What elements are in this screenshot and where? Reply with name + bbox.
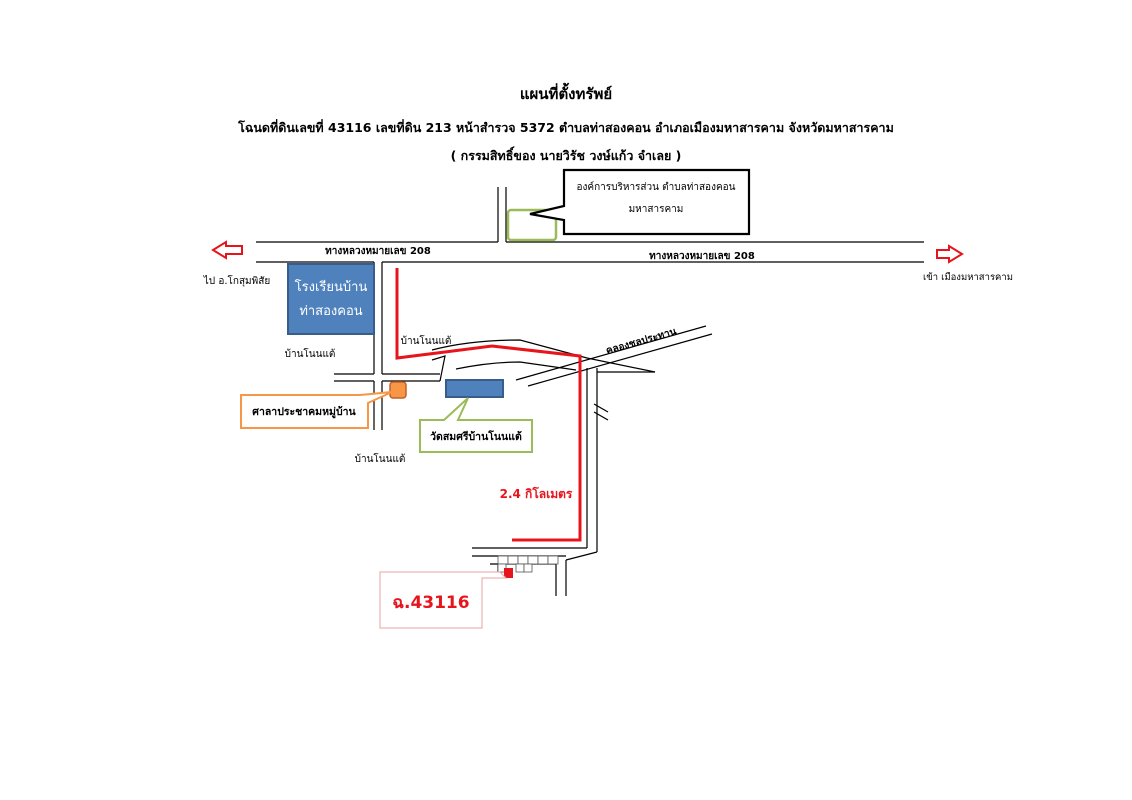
office-access-road xyxy=(497,187,507,242)
tao-office-label-line1: องค์การบริหารส่วน ตำบลท่าสองคอน xyxy=(577,181,736,193)
school-label-line1: โรงเรียนบ้าน xyxy=(295,279,368,295)
tao-office-label-line2: มหาสารคาม xyxy=(629,204,684,215)
arrow-east-icon xyxy=(936,244,964,264)
irrigation-canal xyxy=(515,325,713,387)
parcel-callout xyxy=(379,571,508,629)
school-label-line2: ท่าสองคอน xyxy=(299,304,362,319)
parcel-marker xyxy=(504,568,513,578)
tao-office-callout xyxy=(529,168,751,236)
ban-non-tae-label-north: บ้านโนนแต้ xyxy=(401,334,452,347)
highway-label-right: ทางหลวงหมายเลข 208 xyxy=(649,251,755,262)
to-east-label: เข้า เมืองมหาสารคาม xyxy=(923,272,1013,283)
temple-callout xyxy=(419,397,533,453)
community-hall-label: ศาลาประชาคมหมู่บ้าน xyxy=(252,405,356,419)
owner-line: ( กรรมสิทธิ์ของ นายวิรัช วงษ์แก้ว จำเลย … xyxy=(450,148,682,163)
highway-label-left: ทางหลวงหมายเลข 208 xyxy=(325,246,431,257)
highway-208 xyxy=(256,241,924,263)
community-hall-callout xyxy=(240,391,393,429)
ban-non-tae-label-west: บ้านโนนแต้ xyxy=(285,347,336,360)
route-line xyxy=(395,268,582,542)
to-west-label: ไป อ.โกสุมพิสัย xyxy=(203,274,270,287)
map-title: แผนที่ตั้งทรัพย์ xyxy=(519,85,613,103)
distance-label: 2.4 กิโลเมตร xyxy=(500,486,573,501)
deed-description: โฉนดที่ดินเลขที่ 43116 เลขที่ดิน 213 หน้… xyxy=(238,120,894,135)
temple-building xyxy=(445,379,504,398)
temple-label: วัดสมศรีบ้านโนนแต้ xyxy=(430,430,522,443)
arrow-west-icon xyxy=(211,240,243,260)
canal-label: คลองชลประทาน xyxy=(605,325,678,357)
ban-non-tae-label-south: บ้านโนนแต้ xyxy=(355,452,406,465)
community-hall-marker xyxy=(389,381,407,399)
parcel-label: ฉ.43116 xyxy=(392,593,469,613)
school-building xyxy=(287,263,375,335)
